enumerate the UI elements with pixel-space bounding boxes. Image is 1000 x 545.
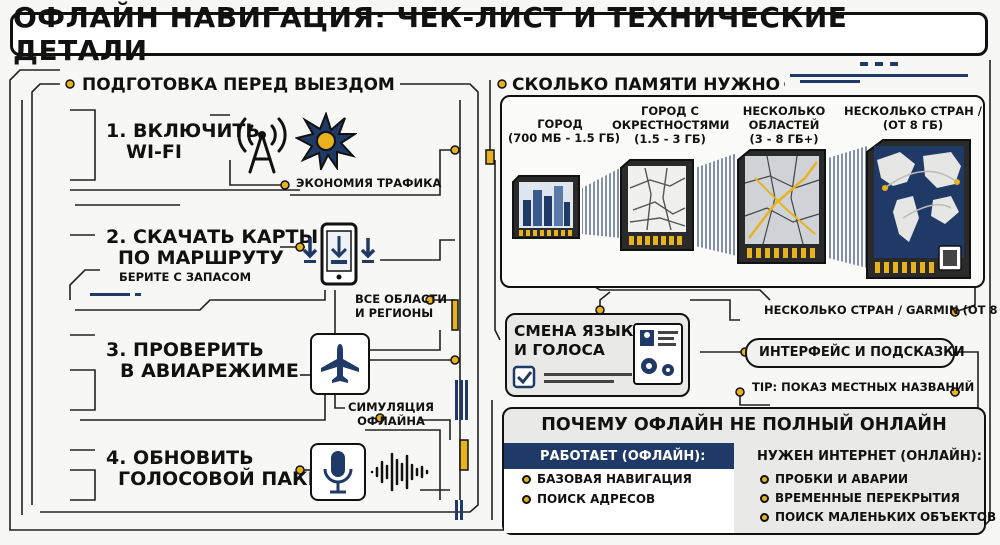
works-heading: РАБОТАЕТ (ОФЛАЙН): [540, 448, 706, 464]
step-4-line1: 4. ОБНОВИТЬ [106, 447, 254, 469]
step-4-line2: ГОЛОСОВОЙ ПАКЕТ [118, 468, 334, 490]
prep-heading: ПОДГОТОВКА ПЕРЕД ВЫЕЗДОМ [78, 75, 399, 95]
language-l2: И ГОЛОСА [514, 341, 605, 359]
wifi-tower-icon [237, 117, 287, 174]
tier-4-label: НЕСКОЛЬКО СТРАН / (ОТ 8 ГБ) [842, 104, 984, 132]
step-2-line2: ПО МАРШРУТУ [118, 247, 284, 269]
airplane-icon-box [310, 333, 370, 395]
microphone-icon [323, 451, 353, 494]
profile-settings-icon [633, 323, 683, 385]
step-2-note3: И РЕГИОНЫ [355, 306, 434, 320]
airplane-icon [321, 344, 359, 383]
tier-2-label: ГОРОД С ОКРЕСТНОСТЯМИ (1.5 - 3 ГБ) [612, 104, 730, 146]
needs-heading: НУЖЕН ИНТЕРНЕТ (ОНЛАЙН): [757, 449, 982, 464]
interface-label: ИНТЕРФЕЙС И ПОДСКАЗКИ [759, 345, 965, 360]
bullet-dot [760, 493, 769, 503]
memory-card-regions [737, 149, 826, 264]
tier-3-l3: (3 - 8 ГБ+) [749, 132, 819, 146]
step-1-note: ЭКОНОМИЯ ТРАФИКА [296, 176, 442, 190]
step-3-line2: В АВИАРЕЖИМЕ [120, 360, 299, 382]
interface-pill: ИНТЕРФЕЙС И ПОДСКАЗКИ [745, 338, 965, 368]
works-header: РАБОТАЕТ (ОФЛАЙН): [504, 443, 734, 469]
step-3-note2: ОФЛАЙНА [357, 414, 425, 428]
bullet-dot [522, 474, 531, 484]
works-list: БАЗОВАЯ НАВИГАЦИЯ ПОИСК АДРЕСОВ [522, 472, 692, 506]
bullet-dot [522, 494, 531, 504]
needs-list: ПРОБКИ И АВАРИИ ВРЕМЕННЫЕ ПЕРЕКРЫТИЯ ПОИ… [760, 472, 996, 524]
memory-card-city [512, 175, 580, 239]
step-4-title: 4. ОБНОВИТЬ ГОЛОСОВОЙ ПАКЕТ [106, 448, 334, 490]
memory-card-outskirts [620, 159, 694, 251]
tier-1-l2: (700 МБ - 1.5 ГБ) [508, 131, 620, 145]
step-2-note-regions: ВСЕ ОБЛАСТИ И РЕГИОНЫ [355, 292, 447, 320]
step-3-note1: СИМУЛЯЦИЯ [348, 400, 434, 414]
memory-card-countries [866, 139, 971, 279]
phone-download-icon [302, 222, 376, 286]
works-item: БАЗОВАЯ НАВИГАЦИЯ [522, 472, 692, 486]
step-2-title: 2. СКАЧАТЬ КАРТЫ ПО МАРШРУТУ [106, 227, 318, 269]
tier-2-l2: ОКРЕСТНОСТЯМИ [612, 118, 730, 132]
needs-item: ВРЕМЕННЫЕ ПЕРЕКРЫТИЯ [760, 491, 996, 505]
tier-4-l1: НЕСКОЛЬКО СТРАН / [843, 104, 983, 118]
page-title: ОФЛАЙН НАВИГАЦИЯ: ЧЕК-ЛИСТ И ТЕХНИЧЕСКИЕ… [13, 1, 848, 67]
step-3-note: СИМУЛЯЦИЯ ОФЛАЙНА [348, 400, 434, 428]
burst-icon [295, 112, 357, 170]
step-3-title: 3. ПРОВЕРИТЬ В АВИАРЕЖИМЕ [106, 340, 299, 382]
step-2-note2: ВСЕ ОБЛАСТИ [355, 292, 447, 306]
tier-3-l2: ОБЛАСТЕЙ [748, 118, 820, 132]
language-l1: СМЕНА ЯЗЫКА [514, 322, 646, 340]
microphone-icon-box [310, 443, 366, 501]
tier-2-l3: (1.5 - 3 ГБ) [634, 132, 706, 146]
title-banner: ОФЛАЙН НАВИГАЦИЯ: ЧЕК-ЛИСТ И ТЕХНИЧЕСКИЕ… [10, 1, 988, 67]
tier-3-l1: НЕСКОЛЬКО [742, 104, 826, 118]
tier-3-label: НЕСКОЛЬКО ОБЛАСТЕЙ (3 - 8 ГБ+) [734, 104, 834, 146]
step-1-line1: 1. ВКЛЮЧИТЬ [106, 120, 260, 142]
checkbox-checked-icon [512, 365, 632, 389]
step-2-note: БЕРИТЕ С ЗАПАСОМ [119, 270, 252, 284]
step-3-line1: 3. ПРОВЕРИТЬ [106, 339, 264, 361]
tier-2-l1: ГОРОД С [641, 104, 699, 118]
memory-cards-graphic [512, 139, 971, 279]
works-item: ПОИСК АДРЕСОВ [522, 492, 692, 506]
memory-heading: СКОЛЬКО ПАМЯТИ НУЖНО [508, 75, 785, 95]
tier-4-l2: (ОТ 8 ГБ) [882, 118, 944, 132]
step-1-title: 1. ВКЛЮЧИТЬ WI-FI [106, 121, 260, 163]
tip-label: TIP: ПОКАЗ МЕСТНЫХ НАЗВАНИЙ [752, 380, 975, 394]
tier-1-l1: ГОРОД [537, 117, 583, 131]
why-heading: ПОЧЕМУ ОФЛАЙН НЕ ПОЛНЫЙ ОНЛАЙН [541, 415, 947, 435]
language-title: СМЕНА ЯЗЫКА И ГОЛОСА [514, 322, 645, 360]
needs-item: ПРОБКИ И АВАРИИ [760, 472, 996, 486]
needs-item: ПОИСК МАЛЕНЬКИХ ОБЪЕКТОВ [760, 510, 996, 524]
step-1-line2: WI-FI [126, 141, 182, 163]
step-2-line1: 2. СКАЧАТЬ КАРТЫ [106, 226, 319, 248]
bullet-dot [760, 512, 769, 522]
bullet-dot [760, 474, 769, 484]
tier-1-label: ГОРОД (700 МБ - 1.5 ГБ) [508, 117, 620, 145]
memory-footnote: НЕСКОЛЬКО СТРАН / GARMIN (ОТ 8 ГБ) [764, 303, 1000, 317]
sound-wave-icon [370, 452, 429, 492]
